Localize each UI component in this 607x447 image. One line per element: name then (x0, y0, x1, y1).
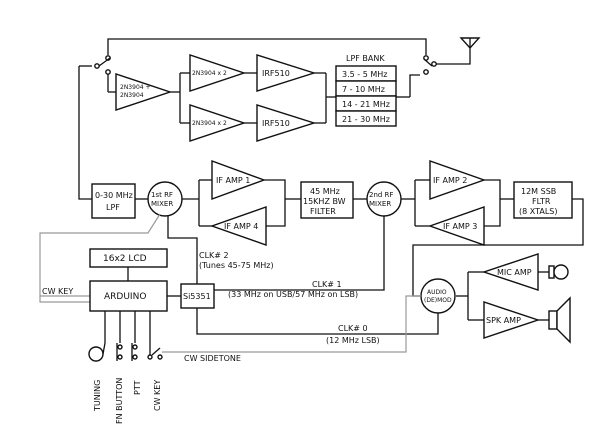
clk2-label: CLK# 2 (199, 251, 229, 260)
svg-text:FILTER: FILTER (310, 207, 336, 216)
final-amp-top: IRF510 (256, 54, 317, 92)
mic-amp: MIC AMP (481, 253, 539, 291)
clk0-label: CLK# 0 (338, 324, 368, 333)
svg-text:LPF: LPF (106, 203, 120, 212)
lcd-16x2: 16x2 LCD (89, 248, 168, 268)
svg-text:0-30 MHz: 0-30 MHz (95, 191, 133, 200)
arduino-block: ARDUINO (89, 280, 168, 312)
svg-text:MIC AMP: MIC AMP (497, 268, 532, 277)
second-rf-mixer: 2nd RF MIXER (366, 181, 402, 217)
svg-text:1st RF: 1st RF (151, 191, 173, 199)
svg-text:2N3904 +: 2N3904 + (120, 84, 151, 91)
lpf-band-1: 3.5 - 5 MHz (342, 70, 387, 79)
svg-text:LPF BANK: LPF BANK (346, 54, 385, 63)
svg-text:16x2 LCD: 16x2 LCD (103, 254, 147, 264)
svg-text:IF AMP 2: IF AMP 2 (433, 176, 467, 185)
lpf-0-30-block: 0-30 MHz LPF (91, 183, 136, 219)
microphone-icon (548, 264, 569, 280)
svg-text:IF AMP 4: IF AMP 4 (224, 222, 258, 231)
if-amp-3: IF AMP 3 (427, 206, 485, 246)
audio-demod: AUDIO (DE)MOD (420, 278, 456, 314)
first-rf-mixer: 1st RF MIXER (147, 181, 183, 217)
svg-text:IRF510: IRF510 (262, 69, 290, 78)
svg-text:FLTR: FLTR (532, 197, 551, 206)
spk-amp: SPK AMP (483, 301, 541, 339)
tx-rx-relay-right (423, 55, 437, 75)
lpf-band-2: 7 - 10 MHz (342, 85, 385, 94)
svg-text:AUDIO: AUDIO (427, 289, 447, 296)
svg-text:45 MHz: 45 MHz (310, 187, 340, 196)
svg-text:IF AMP 3: IF AMP 3 (443, 222, 477, 231)
si5351-block: Si5351 (180, 283, 215, 309)
svg-text:12M SSB: 12M SSB (521, 187, 556, 196)
lpf-band-4: 21 - 30 MHz (342, 115, 390, 124)
svg-text:2N3904 x 2: 2N3904 x 2 (192, 120, 227, 127)
svg-text:IRF510: IRF510 (262, 119, 290, 128)
svg-text:(DE)MOD: (DE)MOD (424, 297, 452, 304)
svg-text:MIXER: MIXER (151, 200, 173, 208)
svg-text:Si5351: Si5351 (183, 292, 211, 301)
ptt-label: PTT (133, 380, 142, 395)
if-amp-2: IF AMP 2 (429, 160, 487, 200)
clk0-desc: (12 MHz LSB) (326, 336, 380, 345)
antenna-icon (459, 37, 481, 50)
if-amp-1: IF AMP 1 (211, 159, 267, 201)
driver-amp-bottom: 2N3904 x 2 (189, 104, 247, 142)
svg-text:(8 XTALS): (8 XTALS) (519, 207, 558, 216)
svg-text:ARDUINO: ARDUINO (104, 292, 146, 302)
tuning-knob-icon (88, 342, 106, 362)
clk1-desc: (33 MHz on USB/57 MHz on LSB) (228, 290, 358, 299)
fn-button-icon (116, 343, 123, 361)
pre-driver-amp: 2N3904 + 2N3904 (115, 73, 173, 111)
final-amp-bottom: IRF510 (256, 104, 317, 142)
tx-rx-relay-left (94, 55, 111, 75)
lpf-bank: LPF BANK 3.5 - 5 MHz 7 - 10 MHz 14 - 21 … (335, 54, 397, 127)
svg-text:2N3904: 2N3904 (120, 92, 144, 99)
cw-sidetone-label: CW SIDETONE (184, 354, 241, 363)
fn-button-label: FN BUTTON (115, 378, 124, 424)
control-wiring (39, 213, 439, 353)
clk1-label: CLK# 1 (312, 280, 342, 289)
svg-text:SPK AMP: SPK AMP (486, 316, 521, 325)
svg-text:15KHZ BW: 15KHZ BW (303, 197, 346, 206)
ssb-filter: 12M SSB FLTR (8 XTALS) (513, 181, 573, 219)
ptt-icon (131, 343, 138, 361)
lpf-band-3: 14 - 21 MHz (342, 100, 390, 109)
speaker-icon (548, 296, 571, 344)
tuning-label: TUNING (93, 380, 102, 412)
cw-key-icon (147, 343, 163, 360)
cw-key-control-label: CW KEY (153, 380, 162, 411)
svg-text:IF AMP 1: IF AMP 1 (216, 176, 250, 185)
cw-key-label: CW KEY (42, 287, 73, 296)
clk2-desc: (Tunes 45-75 MHz) (199, 261, 274, 270)
driver-amp-top: 2N3904 x 2 (189, 54, 247, 92)
45mhz-bw-filter: 45 MHz 15KHZ BW FILTER (300, 181, 354, 219)
svg-text:MIXER: MIXER (369, 200, 391, 208)
if-amp-4: IF AMP 4 (209, 206, 267, 246)
svg-text:2nd RF: 2nd RF (369, 191, 393, 199)
svg-text:2N3904 x 2: 2N3904 x 2 (192, 70, 227, 77)
